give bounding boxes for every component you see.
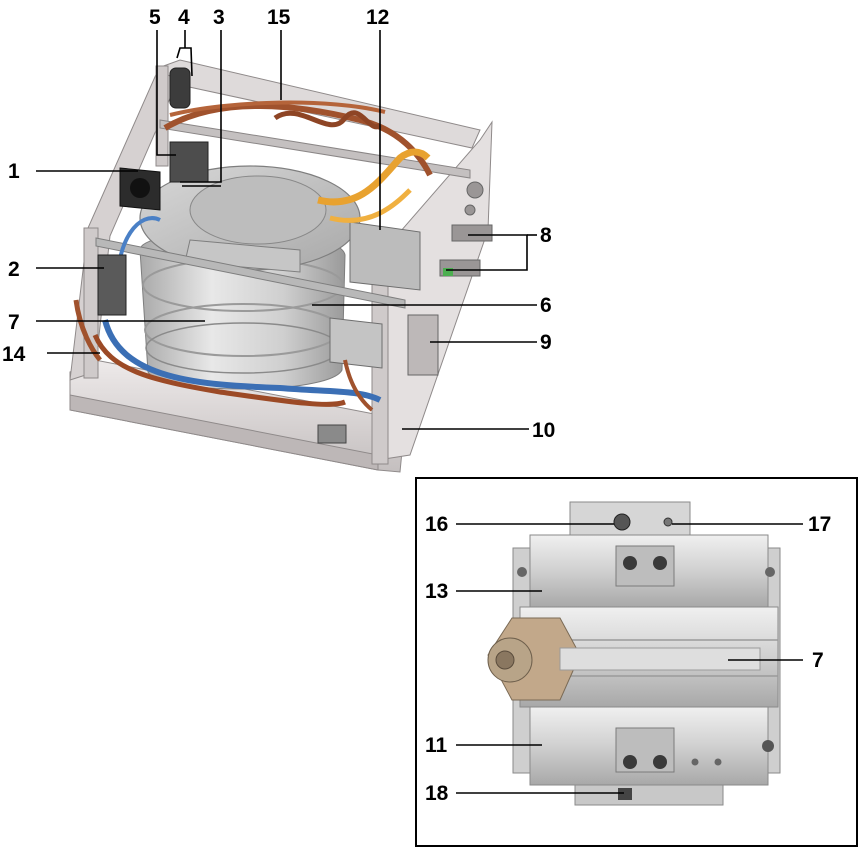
inset-box bbox=[415, 477, 858, 847]
copper-hose-right bbox=[343, 359, 374, 412]
callout-18: 18 bbox=[425, 782, 449, 805]
front-right-post bbox=[371, 281, 389, 465]
inset-motor-bore bbox=[495, 650, 515, 670]
leader-8 bbox=[446, 234, 528, 271]
inset-bolt-left-top bbox=[517, 567, 527, 577]
leader-5 bbox=[156, 30, 176, 156]
leader-lines bbox=[36, 30, 803, 794]
inset-shaft bbox=[559, 647, 761, 671]
valve-top bbox=[169, 67, 191, 109]
copper-hose-top-2 bbox=[169, 100, 386, 117]
callout-11: 11 bbox=[425, 734, 448, 757]
side-bracket-9 bbox=[407, 314, 439, 376]
callout-17: 17 bbox=[808, 513, 831, 536]
side-port-1 bbox=[466, 181, 484, 199]
bottom-fitting bbox=[317, 424, 347, 444]
callout-6: 6 bbox=[540, 294, 552, 317]
callout-12: 12 bbox=[366, 6, 389, 29]
callout-4: 4 bbox=[178, 6, 190, 29]
control-box-lower bbox=[329, 317, 383, 369]
rear-left-post bbox=[155, 65, 169, 167]
callout-7: 7 bbox=[8, 311, 20, 334]
callout-1: 1 bbox=[8, 160, 20, 183]
inset-lower-hole-2 bbox=[653, 755, 667, 769]
inset-bolt-right-top bbox=[765, 567, 775, 577]
inset-bottom-outlet bbox=[574, 784, 724, 806]
side-bracket-8a bbox=[451, 224, 493, 242]
inset-upper-hole-2 bbox=[653, 556, 667, 570]
green-connector bbox=[443, 268, 453, 276]
callout-3: 3 bbox=[213, 6, 225, 29]
callout-numbers: 1 2 7 14 5 4 3 15 12 8 6 9 10 16 17 13 7… bbox=[2, 6, 831, 805]
valve-block bbox=[169, 141, 209, 183]
cross-bar bbox=[95, 237, 406, 309]
callout-7b: 7 bbox=[812, 649, 824, 672]
left-electrical-module bbox=[97, 254, 127, 316]
inset-port-17 bbox=[663, 517, 673, 527]
leader-3 bbox=[180, 30, 222, 183]
callout-9: 9 bbox=[540, 331, 552, 354]
copper-hose-coil bbox=[273, 110, 382, 130]
control-box-upper bbox=[349, 221, 421, 291]
callout-15: 15 bbox=[267, 6, 291, 29]
copper-hose-lower bbox=[92, 333, 346, 407]
inset-small-hole-2 bbox=[714, 758, 722, 766]
inset-lower-hole-1 bbox=[623, 755, 637, 769]
orange-hose bbox=[317, 148, 431, 206]
inset-port-16 bbox=[613, 513, 631, 531]
inset-upper-hole-1 bbox=[623, 556, 637, 570]
dark-component-dial bbox=[130, 178, 150, 198]
inset-port-18 bbox=[618, 788, 632, 800]
callout-2: 2 bbox=[8, 258, 20, 281]
callout-10: 10 bbox=[532, 419, 555, 442]
inset-bolt-right-bottom bbox=[762, 740, 774, 752]
callout-5: 5 bbox=[149, 6, 161, 29]
copper-hose-left-vertical bbox=[73, 299, 102, 362]
callout-14: 14 bbox=[2, 343, 26, 366]
side-port-2 bbox=[464, 204, 476, 216]
main-unit-illustration bbox=[69, 59, 493, 473]
blue-hose-lower bbox=[102, 319, 382, 403]
callout-16: 16 bbox=[425, 513, 448, 536]
inset-small-hole-1 bbox=[691, 758, 699, 766]
callout-13: 13 bbox=[425, 580, 448, 603]
drum-top-cap bbox=[189, 175, 327, 245]
base-plate-front-edge bbox=[69, 394, 379, 471]
callout-8: 8 bbox=[540, 224, 552, 247]
